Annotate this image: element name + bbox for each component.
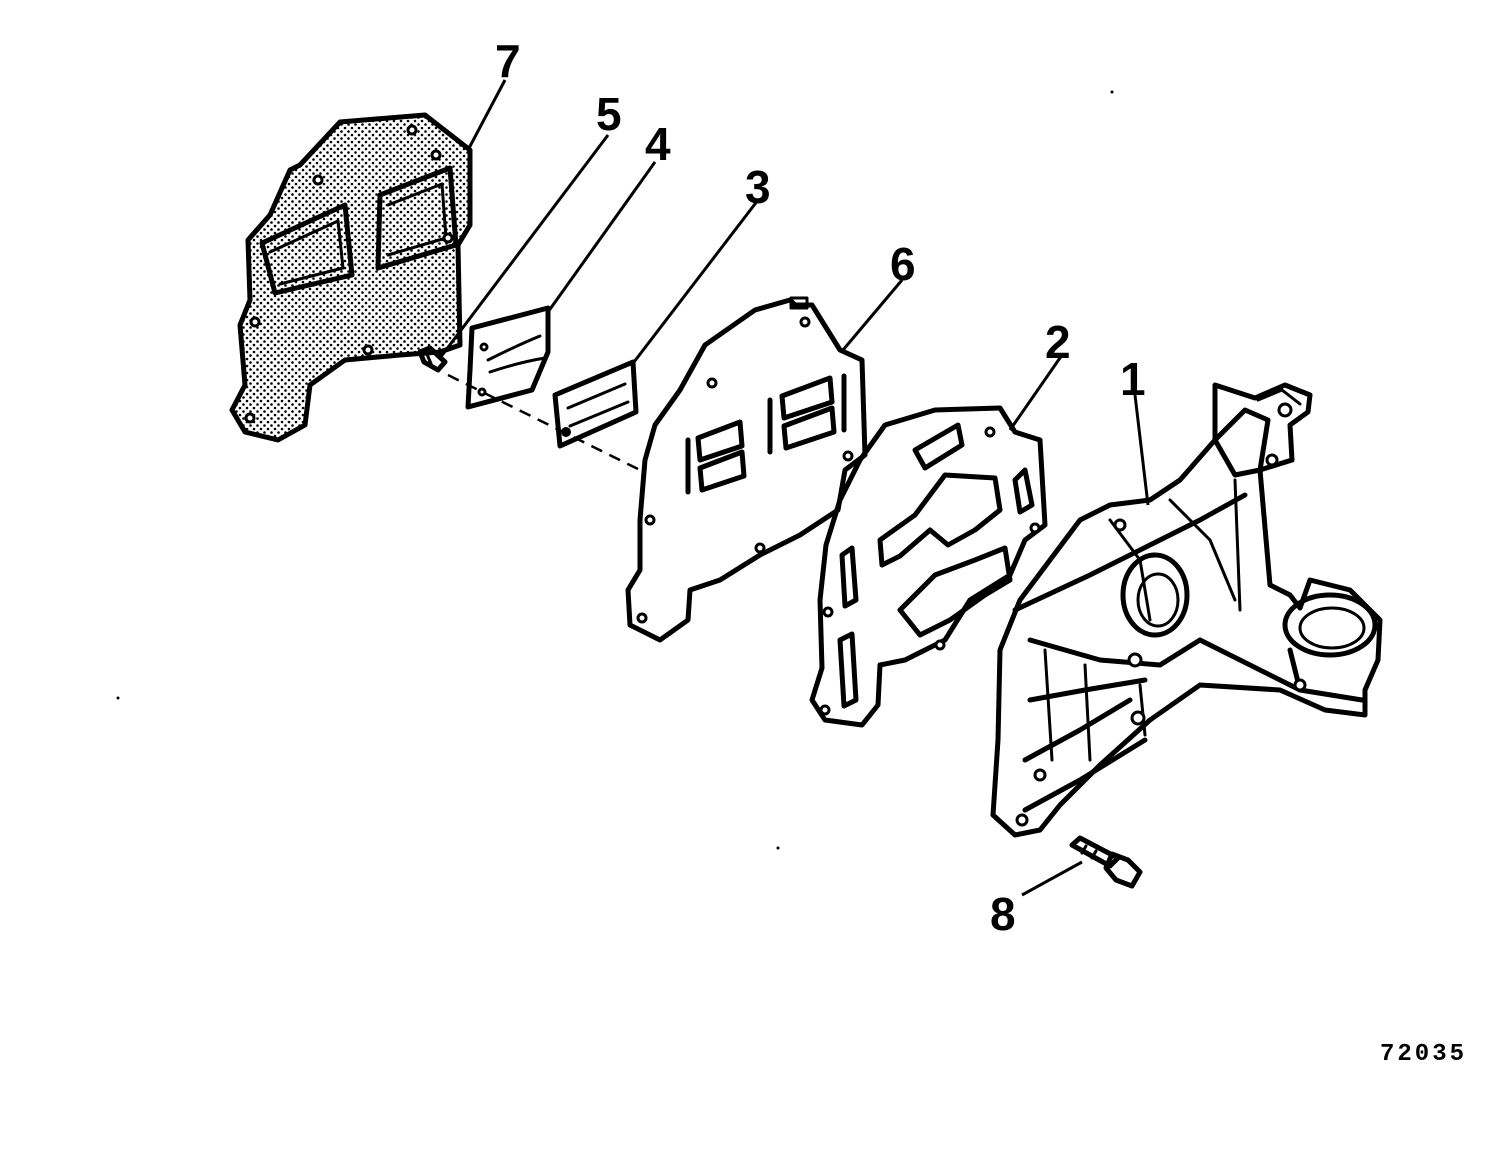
part-4-reed-stop [465,305,551,410]
alignment-dashed-line [447,373,641,472]
part-8-bolt [1069,835,1143,889]
figure-number: 72035 [1380,1041,1467,1068]
scan-speck [116,696,120,700]
part-6-reed-plate [625,296,868,643]
part-2-gasket [809,405,1048,728]
leader-lines [438,79,1150,897]
part-3-reed-valve [552,359,639,449]
callout-2: 2 [1045,316,1071,368]
callout-3: 3 [745,161,771,213]
scan-speck [1110,90,1114,94]
part-5-screw [417,345,448,373]
callout-4: 4 [645,118,671,170]
callout-8: 8 [990,888,1016,940]
callout-1: 1 [1120,353,1146,405]
part-7-cover-gasket [229,112,473,443]
callout-6: 6 [890,238,916,290]
scan-speck [776,846,780,850]
callout-5: 5 [596,88,622,140]
part-1-intake-manifold [990,382,1383,838]
callout-7: 7 [495,35,521,87]
